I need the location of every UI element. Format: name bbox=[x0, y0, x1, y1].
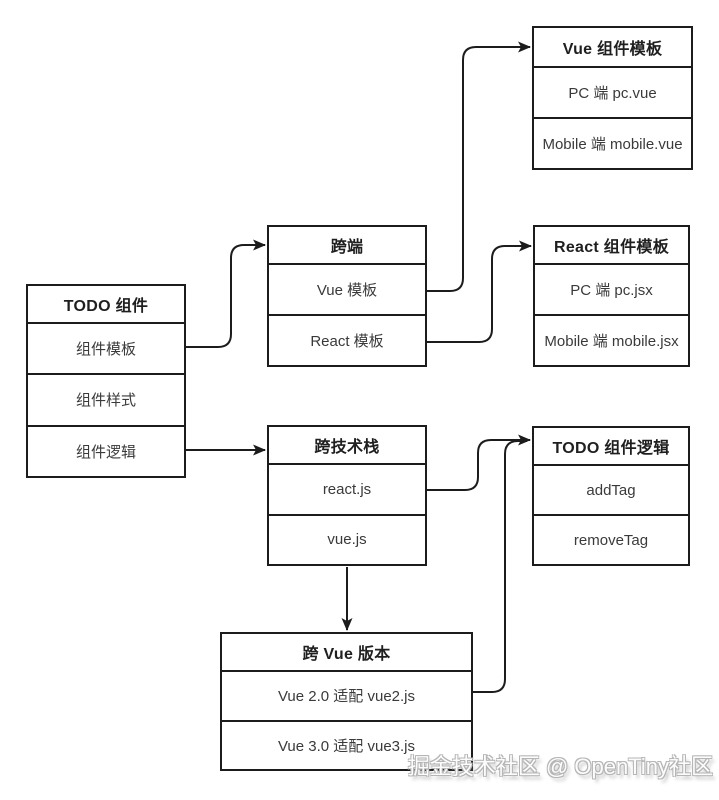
node-row: React 模板 bbox=[310, 333, 384, 350]
node-row: Mobile 端 mobile.jsx bbox=[544, 333, 679, 350]
node-row: 组件逻辑 bbox=[75, 443, 136, 461]
node-react-component-template: React 组件模板 PC 端 pc.jsx Mobile 端 mobile.j… bbox=[533, 225, 690, 367]
watermark: 掘金技术社区 @ OpenTiny社区 bbox=[407, 754, 713, 779]
node-title: 跨技术栈 bbox=[269, 427, 425, 465]
node-title: TODO 组件逻辑 bbox=[534, 428, 688, 466]
edge-react-template-to-react-component-template bbox=[427, 240, 532, 343]
node-title: React 组件模板 bbox=[535, 227, 688, 265]
node-row: vue.js bbox=[327, 531, 367, 549]
node-row: PC 端 pc.jsx bbox=[535, 265, 688, 316]
node-title: 跨端 bbox=[269, 227, 425, 265]
node-row: removeTag bbox=[573, 531, 649, 549]
node-row: 组件样式 bbox=[28, 375, 184, 427]
node-title: Vue 组件模板 bbox=[534, 28, 691, 68]
node-row: Mobile 端 mobile.vue bbox=[542, 136, 683, 153]
node-row: addTag bbox=[534, 466, 688, 516]
node-cross-tech-stack: 跨技术栈 react.js vue.js bbox=[267, 425, 427, 566]
node-todo-component: TODO 组件 组件模板 组件样式 组件逻辑 bbox=[26, 284, 186, 478]
edge-vue-template-to-vue-component-template bbox=[427, 41, 531, 292]
node-todo-component-logic: TODO 组件逻辑 addTag removeTag bbox=[532, 426, 690, 566]
node-row: Vue 模板 bbox=[269, 265, 425, 316]
node-row: react.js bbox=[269, 465, 425, 516]
node-row: 组件模板 bbox=[28, 324, 184, 376]
node-row: Vue 2.0 适配 vue2.js bbox=[222, 672, 471, 722]
node-row: Vue 3.0 适配 vue3.js bbox=[277, 737, 415, 755]
node-row: PC 端 pc.vue bbox=[534, 68, 691, 119]
node-title: TODO 组件 bbox=[28, 286, 184, 324]
node-cross-vue-version: 跨 Vue 版本 Vue 2.0 适配 vue2.js Vue 3.0 适配 v… bbox=[220, 632, 473, 771]
node-title: 跨 Vue 版本 bbox=[222, 634, 471, 672]
edge-todo-template-to-cross-end bbox=[186, 239, 266, 348]
node-cross-end: 跨端 Vue 模板 React 模板 bbox=[267, 225, 427, 367]
edge-reactjs-to-todo-component-logic bbox=[427, 434, 531, 491]
edge-cross-vue-version-to-todo-component-logic bbox=[473, 440, 527, 693]
node-vue-component-template: Vue 组件模板 PC 端 pc.vue Mobile 端 mobile.vue bbox=[532, 26, 693, 170]
